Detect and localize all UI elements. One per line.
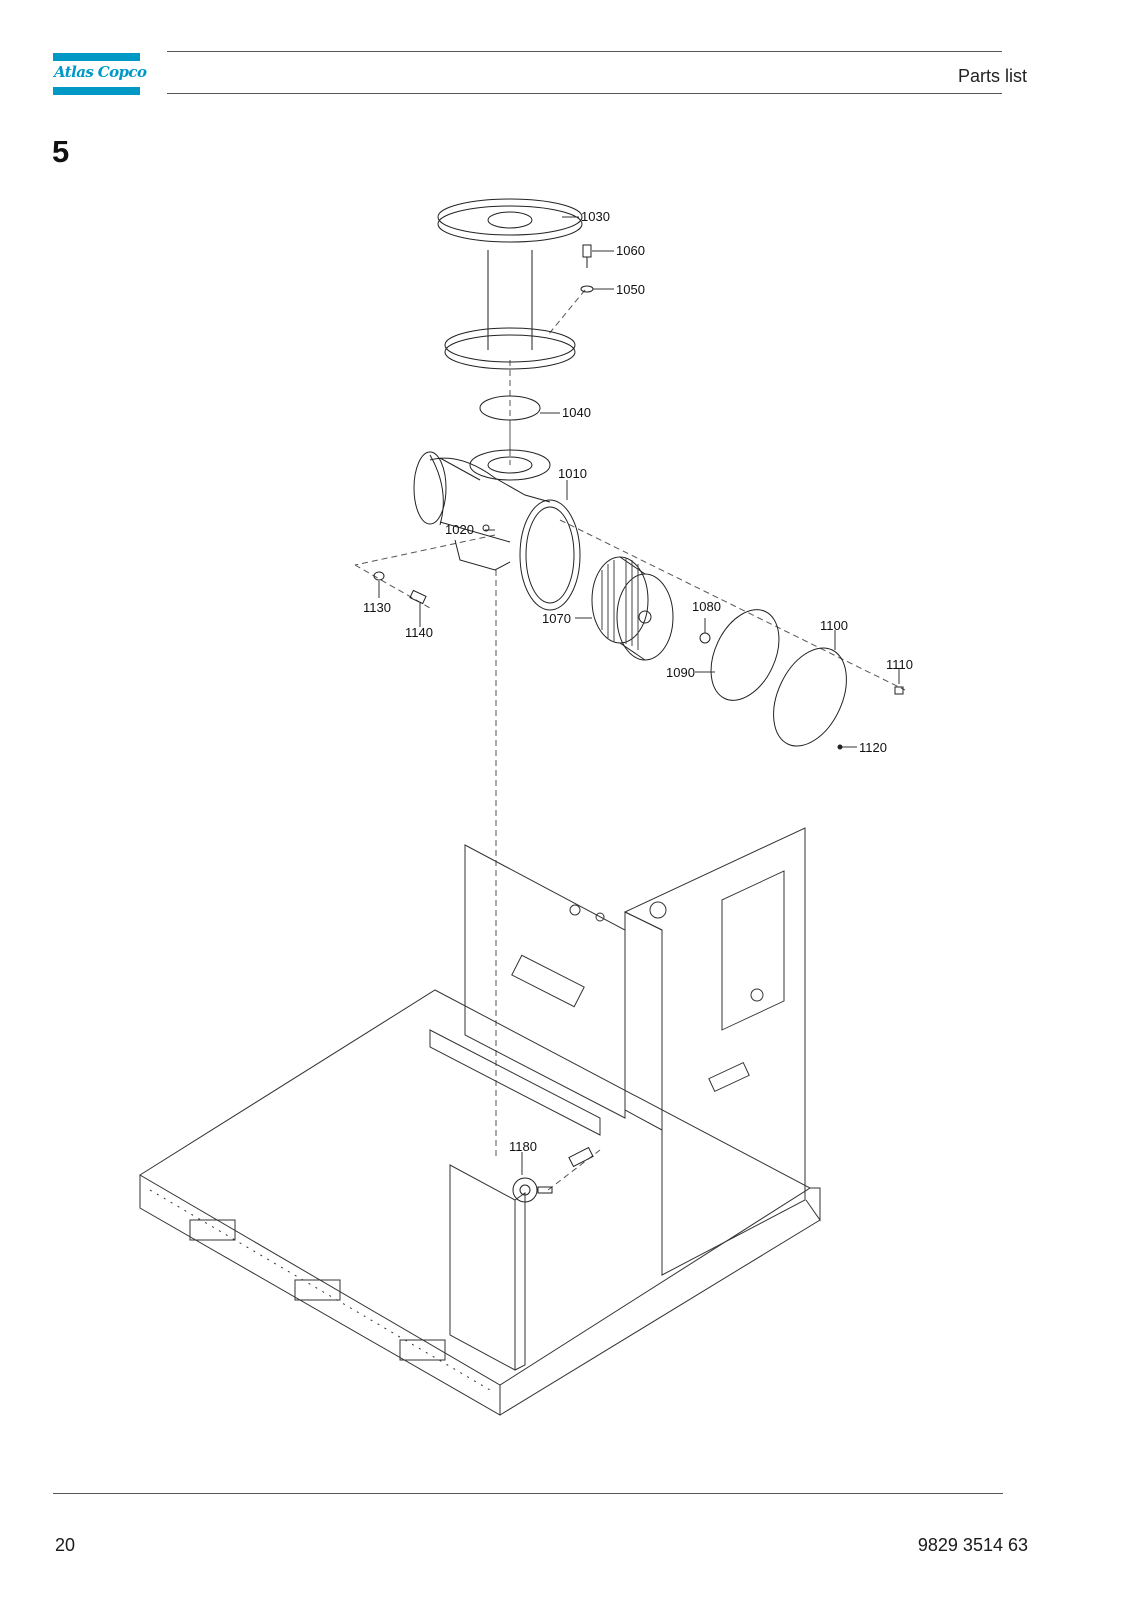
- washer-1130: [373, 571, 385, 581]
- section-number: 5: [52, 134, 70, 169]
- callout-labels: 1030 1060 1050 1040 1010 1020 1130 1140 …: [363, 209, 913, 1154]
- rear-panel-frame: [429, 844, 626, 1136]
- logo-wordmark: Atlas Copco: [54, 63, 147, 81]
- header-rule-top: [167, 51, 1002, 52]
- callout-1010: 1010: [558, 466, 587, 481]
- assembly-axis-lines: [354, 289, 906, 1191]
- screw-1110: [894, 686, 904, 695]
- callout-1060: 1060: [616, 243, 645, 258]
- bolt-1060: [582, 244, 592, 258]
- callout-1120: 1120: [859, 740, 887, 755]
- callout-1050: 1050: [616, 282, 645, 297]
- cover-plate-1100: [773, 647, 847, 747]
- bolt-1140: [409, 589, 427, 605]
- header-rule-bottom: [167, 93, 1002, 94]
- exploded-parts-drawing: 1030 1060 1050 1040 1010 1020 1130 1140 …: [139, 198, 913, 1416]
- footer-rule: [53, 1493, 1003, 1494]
- filter-element-1070: [591, 556, 674, 661]
- pipe-1030: [437, 198, 583, 370]
- logo-bar-top: [53, 53, 140, 61]
- callout-1140: 1140: [405, 625, 433, 640]
- control-cabinet: [623, 827, 821, 1276]
- callout-1030: 1030: [581, 209, 610, 224]
- callout-1040: 1040: [562, 405, 591, 420]
- pressure-gauge-1180: [512, 1146, 594, 1203]
- o-ring-1090: [710, 609, 780, 701]
- callout-1110: 1110: [886, 657, 913, 672]
- callout-1180: 1180: [509, 1139, 537, 1154]
- callout-1020: 1020: [445, 522, 474, 537]
- document-number: 9829 3514 63: [917, 1535, 1028, 1555]
- gasket-1040: [479, 395, 541, 421]
- page-header-title: Parts list: [957, 66, 1027, 86]
- logo-bar-bottom: [53, 87, 140, 95]
- callout-1090: 1090: [666, 665, 695, 680]
- callout-1100: 1100: [820, 618, 848, 633]
- leader-lines: [378, 216, 900, 1175]
- atlas-copco-logo: Atlas Copco: [53, 53, 147, 95]
- rivet-1120: [837, 744, 843, 750]
- filter-housing-1010: [413, 449, 581, 611]
- page-number: 20: [55, 1535, 76, 1555]
- side-panel: [449, 1164, 526, 1371]
- callout-1130: 1130: [363, 600, 391, 615]
- washer-1050: [580, 285, 594, 293]
- nut-1080: [699, 632, 711, 644]
- callout-1080: 1080: [692, 599, 721, 614]
- skid-base-frame: [139, 989, 821, 1416]
- callout-1070: 1070: [542, 611, 571, 626]
